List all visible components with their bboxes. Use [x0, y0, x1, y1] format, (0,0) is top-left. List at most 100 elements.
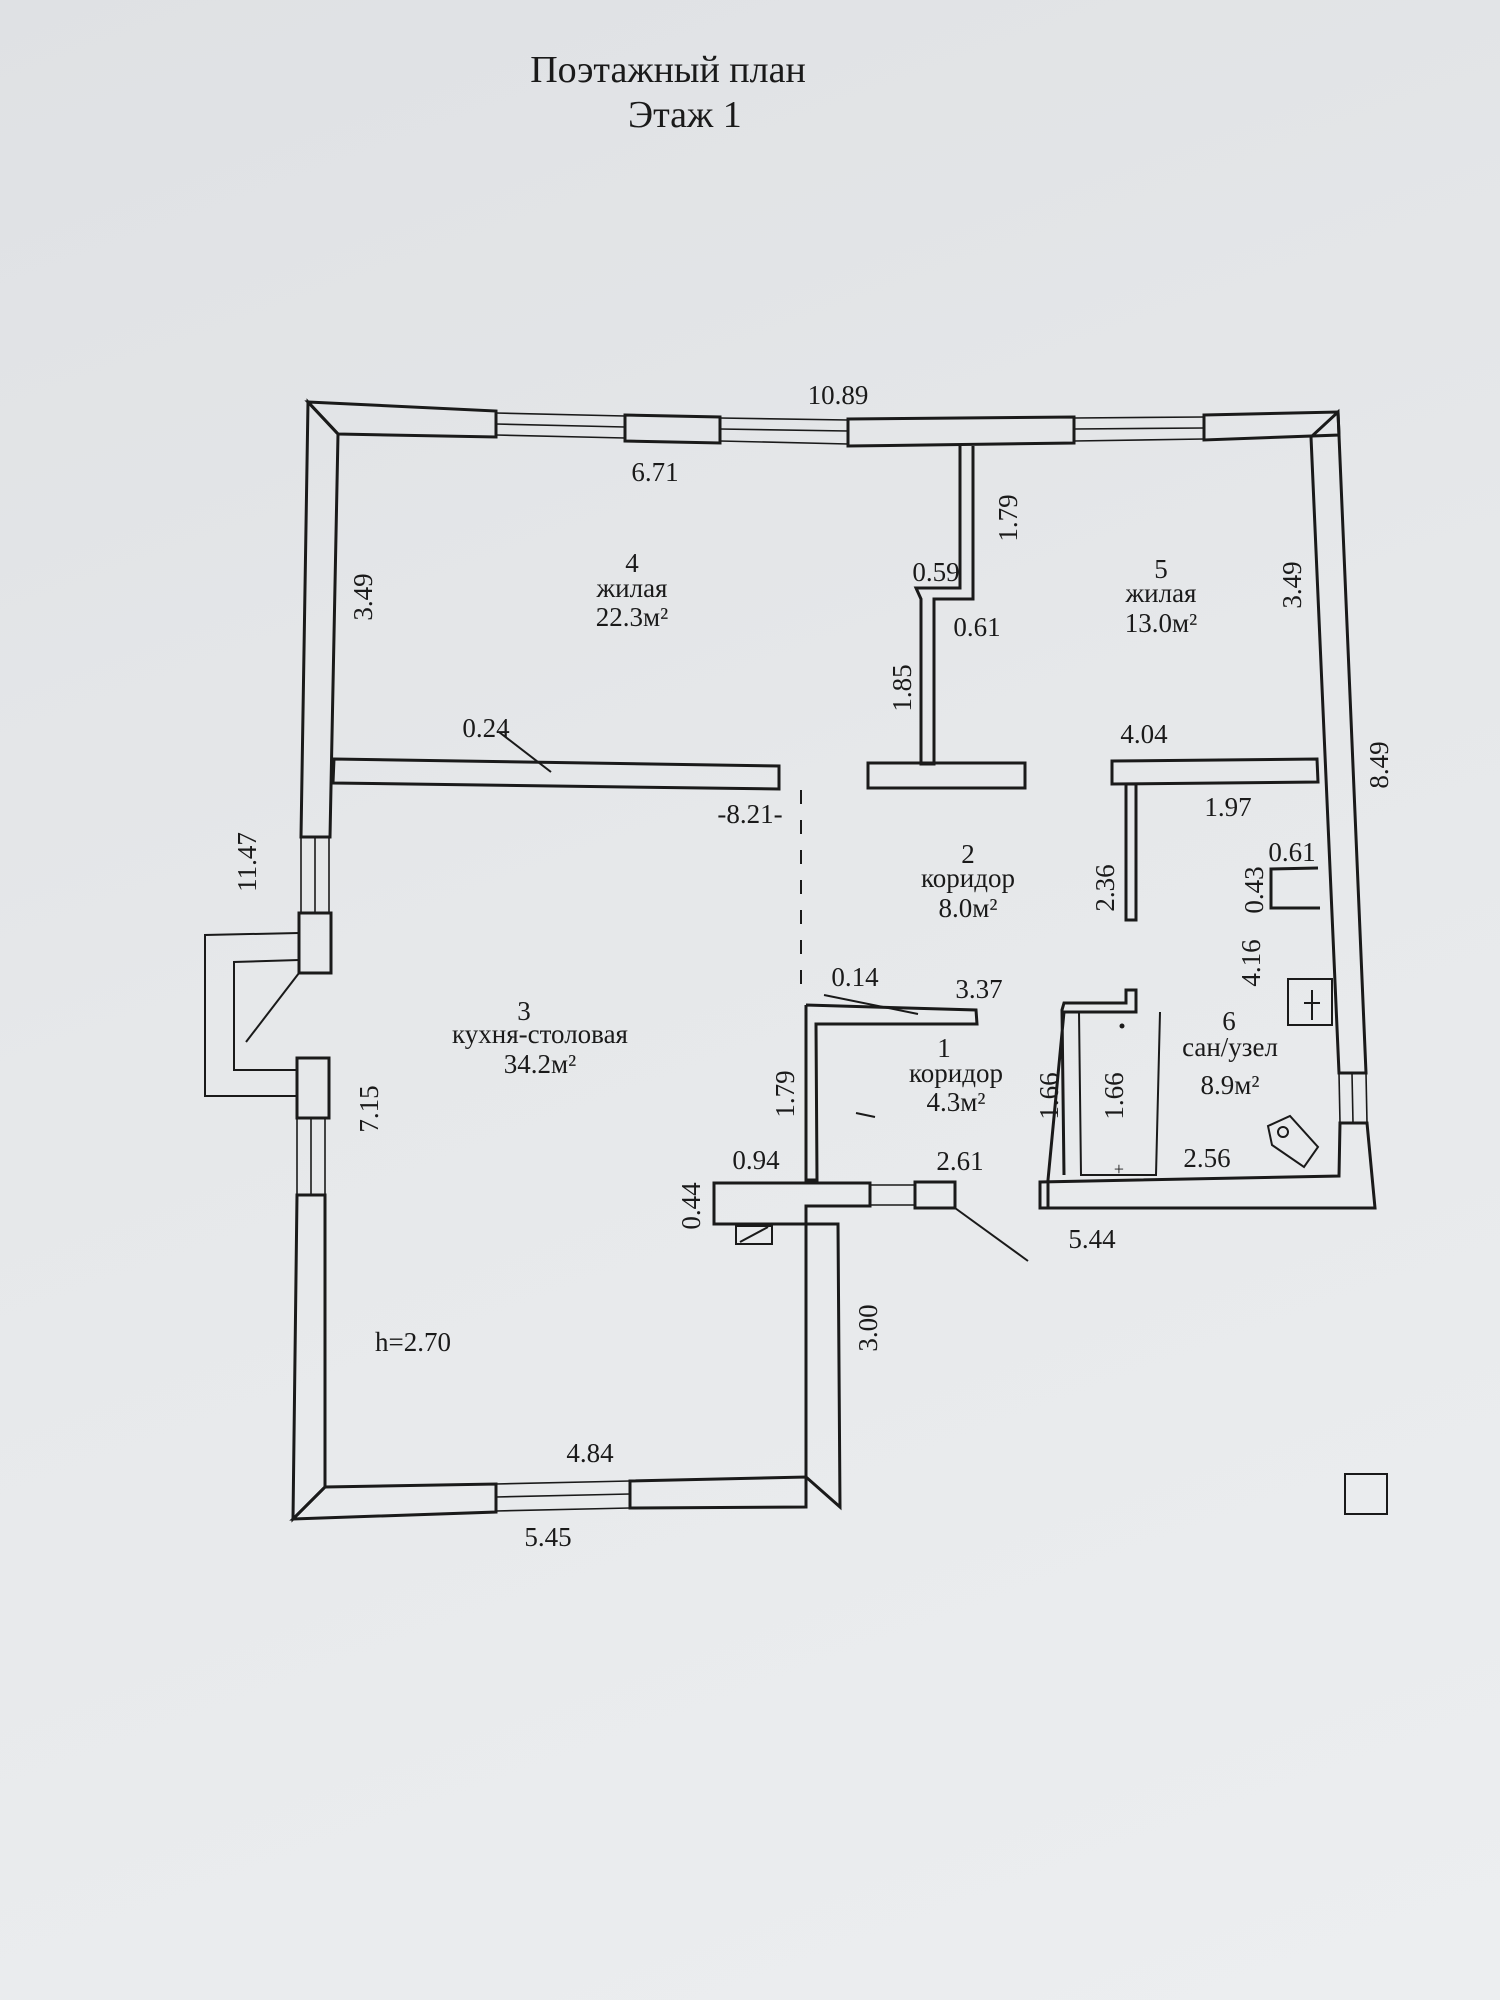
toilet-icon: [1266, 1114, 1320, 1169]
entry-door-swing: [954, 1207, 1029, 1262]
dim-ceiling-height: h=2.70: [375, 1327, 451, 1357]
bottom-wall-left: [289, 1482, 498, 1521]
bathtub-tap-icon: ±: [1114, 1159, 1124, 1179]
bottom-window: [495, 1480, 631, 1512]
room-4-area: 22.3м²: [596, 602, 668, 632]
dim-kitchen-depth: 7.15: [354, 1085, 384, 1132]
leader-0-14: [823, 994, 919, 1015]
bath-partition: [1124, 782, 1138, 922]
porch-outline: [204, 932, 300, 1097]
room-5-number: 5: [1154, 554, 1168, 584]
boiler-diagonal: [739, 1226, 769, 1243]
room-2-number: 2: [961, 839, 975, 869]
room-3-number: 3: [517, 996, 531, 1026]
plan-title: Поэтажный план: [530, 49, 806, 91]
dim-bath-partition: 2.36: [1090, 864, 1120, 911]
left-wall-upper: [299, 398, 340, 839]
dim-stub-offset: 0.61: [953, 612, 1000, 642]
dim-entry-width: 2.61: [936, 1146, 983, 1176]
room-3-area: 34.2м²: [504, 1049, 576, 1079]
stub-wall-base: [866, 761, 1027, 790]
dim-bath-inner-2: 1.66: [1099, 1072, 1129, 1119]
stub-wall: [913, 446, 975, 766]
dim-corridor-span: -8.21-: [717, 799, 782, 829]
bathtub-drain-icon: [1119, 1023, 1125, 1029]
leader-corridor1: [855, 1112, 876, 1118]
bath-left-wall: [1038, 988, 1138, 1210]
left-wall-lower: [291, 1193, 327, 1523]
boiler-symbol: [735, 1225, 773, 1245]
room-6-area: 8.9м²: [1201, 1070, 1260, 1100]
dim-bath-step: 0.61: [1268, 837, 1315, 867]
room-3-name: кухня-столовая: [452, 1019, 628, 1049]
dim-room4-depth: 3.49: [348, 573, 378, 620]
room-1-number: 1: [937, 1033, 951, 1063]
left-window-upper: [300, 837, 330, 913]
dimension-labels: 10.89 6.71 3.49 0.24 11.47 7.15 -8.21- 1…: [232, 380, 1394, 1552]
legend-box-icon: [1344, 1473, 1388, 1515]
room-4-number: 4: [625, 548, 639, 578]
room-2-name: коридор: [921, 863, 1015, 893]
room-6-name: сан/узел: [1182, 1032, 1278, 1062]
right-window: [1338, 1072, 1368, 1124]
top-window-1: [495, 412, 626, 439]
dim-overall-width: 10.89: [808, 380, 869, 410]
top-window-3: [1073, 416, 1205, 442]
dim-left-wall-span: 11.47: [232, 832, 262, 892]
bath-notch: [1269, 866, 1320, 910]
dim-annex-depth: 3.00: [853, 1304, 883, 1351]
dim-corridor1-width: 3.37: [955, 974, 1002, 1004]
dim-corridor1-wall: 0.14: [831, 962, 879, 992]
right-wall: [1309, 408, 1368, 1075]
dim-bath-notch: 0.43: [1239, 866, 1269, 913]
dim-entry-left: 0.94: [732, 1145, 780, 1175]
entry-wall-right: [913, 1180, 957, 1210]
top-window-2: [719, 417, 849, 445]
annex-wall: [804, 1222, 842, 1511]
dim-kitchen-inner: 4.84: [566, 1438, 614, 1468]
top-wall-mid-a: [623, 413, 722, 445]
room-1-area: 4.3м²: [927, 1087, 986, 1117]
entry-door-frame: [870, 1184, 915, 1206]
dim-kitchen-outer: 5.45: [524, 1522, 571, 1552]
partition-room5: [1110, 757, 1320, 786]
room-2-area: 8.0м²: [939, 893, 998, 923]
dim-room4-width: 6.71: [631, 457, 678, 487]
dim-partition-thickness: 0.24: [462, 713, 510, 743]
dim-corridor1-depth: 1.79: [770, 1070, 800, 1117]
room-6-number: 6: [1222, 1006, 1236, 1036]
dim-right-wall-span: 8.49: [1364, 741, 1394, 788]
plan-subtitle: Этаж 1: [628, 94, 742, 136]
dim-bath-width: 2.56: [1183, 1143, 1230, 1173]
dim-bath-outer: 5.44: [1068, 1224, 1116, 1254]
dim-stub-lower: 1.85: [887, 664, 917, 711]
porch-inner: [233, 959, 300, 1071]
dim-stub-width: 0.59: [912, 557, 959, 587]
dim-bath-depth: 4.16: [1236, 939, 1266, 986]
leader-0-24: [498, 731, 552, 773]
left-pier-upper: [297, 911, 333, 975]
room-1-name: коридор: [909, 1058, 1003, 1088]
left-window-lower: [296, 1118, 326, 1195]
porch-door-swing: [245, 972, 300, 1043]
bottom-wall-right: [628, 1475, 808, 1510]
dim-entry-wall: 0.44: [676, 1182, 706, 1230]
room-labels: 4 жилая 22.3м² 5 жилая 13.0м² 2 коридор …: [452, 548, 1278, 1117]
room-5-name: жилая: [1125, 578, 1197, 608]
room-5-area: 13.0м²: [1125, 608, 1197, 638]
dim-room5-depth: 3.49: [1277, 561, 1307, 608]
sink-icon: [1287, 978, 1333, 1026]
dim-stub-length: 1.79: [993, 494, 1023, 541]
room-4-name: жилая: [596, 573, 668, 603]
partition-room4-kitchen: [331, 757, 781, 791]
top-wall-mid-b: [846, 415, 1076, 448]
entry-wall-left: [712, 1181, 872, 1226]
dim-bath-inner-1: 1.66: [1034, 1072, 1064, 1119]
top-wall-right: [1202, 410, 1341, 442]
dim-room5-width: 4.04: [1120, 719, 1168, 749]
interior-walls: ±: [331, 446, 1333, 1262]
corridor1-wall: [804, 1003, 979, 1182]
bathtub-outline: [1078, 1011, 1161, 1176]
